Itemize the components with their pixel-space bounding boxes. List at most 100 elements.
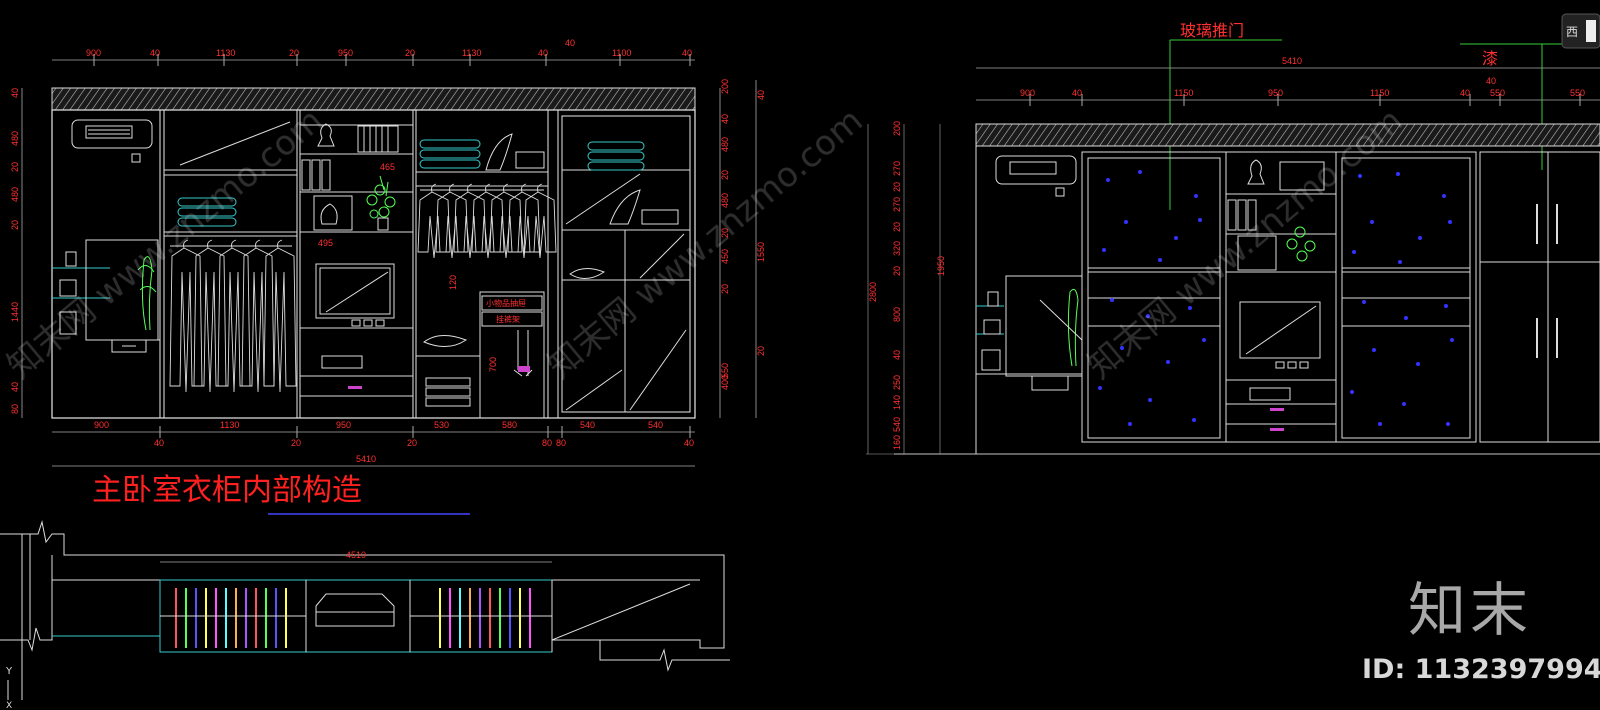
books-icon bbox=[357, 125, 399, 153]
glass-dot bbox=[1198, 218, 1202, 222]
glass-dot bbox=[1450, 338, 1454, 342]
right-outer-dim: 1950 bbox=[936, 256, 946, 276]
coat-icon bbox=[507, 183, 541, 259]
view-cube-label: 西 bbox=[1566, 25, 1578, 39]
painted-cabinet[interactable] bbox=[1479, 151, 1600, 443]
wardrobe-frame bbox=[51, 109, 696, 419]
coat-icon bbox=[193, 239, 227, 393]
glass-dot bbox=[1188, 306, 1192, 310]
paint-label: 漆 bbox=[1482, 49, 1498, 68]
left-side-dimensions: 4048020480201440408020040480204802045020… bbox=[10, 79, 766, 414]
watermark-logo: 知末 bbox=[1408, 576, 1532, 644]
right-air-conditioner bbox=[995, 155, 1077, 185]
svg-text:X: X bbox=[6, 701, 12, 710]
glass-dot bbox=[1396, 172, 1400, 176]
plan-width: 4510 bbox=[346, 550, 366, 560]
inner-dim-465: 465 bbox=[380, 162, 395, 172]
glass-dot bbox=[1166, 360, 1170, 364]
glass-dot bbox=[1358, 174, 1362, 178]
left-side-dim: 480 bbox=[10, 187, 20, 202]
left-top-dim: 20 bbox=[405, 48, 415, 58]
right-top-dim: 40 bbox=[1460, 88, 1470, 98]
right-outer-dim: 40 bbox=[756, 90, 766, 100]
folded-towels-icon bbox=[177, 197, 237, 227]
coat-icon bbox=[263, 239, 297, 393]
right-side-dim: 270 bbox=[892, 161, 902, 176]
right-side-dim: 480 bbox=[720, 193, 730, 208]
folded-shirts-icon bbox=[419, 139, 481, 169]
left-top-dim: 1130 bbox=[462, 48, 481, 58]
right-side-dim: 140 bbox=[892, 395, 902, 410]
glass-dot bbox=[1398, 260, 1402, 264]
right-side-dim: 20 bbox=[720, 228, 730, 238]
right-side-dim: 480 bbox=[720, 137, 730, 152]
drawing-title: 主卧室衣柜内部构造 bbox=[92, 473, 362, 508]
coat-icon bbox=[169, 239, 203, 393]
right-top-dim: 900 bbox=[1020, 88, 1035, 98]
watermark: 知末 ID: 1132397994 bbox=[1362, 576, 1600, 685]
left-side-dim: 80 bbox=[10, 404, 20, 414]
right-side-dim: 400 bbox=[720, 375, 730, 390]
left-bottom-dim: 580 bbox=[502, 420, 517, 430]
glass-dot bbox=[1102, 248, 1106, 252]
glass-dot bbox=[1128, 422, 1132, 426]
glass-dot bbox=[1138, 170, 1142, 174]
glass-door-label: 玻璃推门 bbox=[1180, 21, 1244, 40]
glass-dot bbox=[1192, 418, 1196, 422]
folded-towels-icon-right bbox=[587, 141, 645, 171]
coat-icon bbox=[523, 183, 557, 259]
inner-dim-120: 120 bbox=[448, 275, 458, 290]
glass-dot bbox=[1444, 304, 1448, 308]
plant-icon bbox=[141, 256, 153, 331]
left-top-extra-dim: 40 bbox=[565, 38, 575, 48]
right-top-dim: 1150 bbox=[1174, 88, 1193, 98]
binders-icon bbox=[301, 159, 331, 191]
right-side-dim: 540 bbox=[892, 417, 902, 432]
left-top-dim: 950 bbox=[338, 48, 353, 58]
right-side-dim: 20 bbox=[720, 284, 730, 294]
left-top-dim: 1100 bbox=[612, 48, 631, 58]
glass-dot bbox=[1146, 314, 1150, 318]
ceiling-beam bbox=[51, 87, 696, 111]
glass-dot bbox=[1350, 390, 1354, 394]
dvd-player bbox=[321, 355, 363, 369]
glass-door-right[interactable] bbox=[1335, 151, 1477, 443]
right-top-dim: 950 bbox=[1268, 88, 1283, 98]
glass-dot bbox=[1158, 258, 1162, 262]
glass-dot bbox=[1418, 236, 1422, 240]
glass-dot bbox=[1174, 236, 1178, 240]
right-side-dim: 270 bbox=[892, 197, 902, 212]
right-side-dim: 20 bbox=[892, 182, 902, 192]
plan-view: 4510 Y X bbox=[0, 520, 730, 710]
left-top-dim: 20 bbox=[289, 48, 299, 58]
hat-icon bbox=[422, 335, 468, 347]
right-side-dim: 550 bbox=[720, 363, 730, 378]
panel-label-drawer: 小物品抽屉 bbox=[486, 298, 526, 308]
pants-rack-panel bbox=[479, 291, 545, 419]
right-television bbox=[1239, 301, 1321, 359]
glass-dot bbox=[1098, 386, 1102, 390]
hanging-coats bbox=[169, 239, 297, 393]
television bbox=[315, 263, 395, 319]
right-side-dimensions: 2002702027020320208004025014054016028001… bbox=[868, 121, 946, 450]
right-side-dim: 450 bbox=[720, 249, 730, 264]
glass-pattern-dots bbox=[1098, 170, 1454, 426]
right-ceiling-beam bbox=[975, 123, 1600, 147]
inner-dim-495: 495 bbox=[318, 238, 333, 248]
svg-text:Y: Y bbox=[5, 666, 13, 677]
left-side-dim: 1440 bbox=[10, 302, 20, 322]
glass-dot bbox=[1372, 348, 1376, 352]
left-bottom-dim: 540 bbox=[580, 420, 595, 430]
right-side-dim: 40 bbox=[892, 350, 902, 360]
coat-icon bbox=[241, 239, 275, 393]
coat-icon bbox=[217, 239, 251, 393]
right-side-dim: 20 bbox=[892, 266, 902, 276]
left-bottom-dim: 950 bbox=[336, 420, 351, 430]
right-top-small-dim: 40 bbox=[1486, 76, 1496, 86]
left-total-width: 5410 bbox=[356, 454, 376, 464]
